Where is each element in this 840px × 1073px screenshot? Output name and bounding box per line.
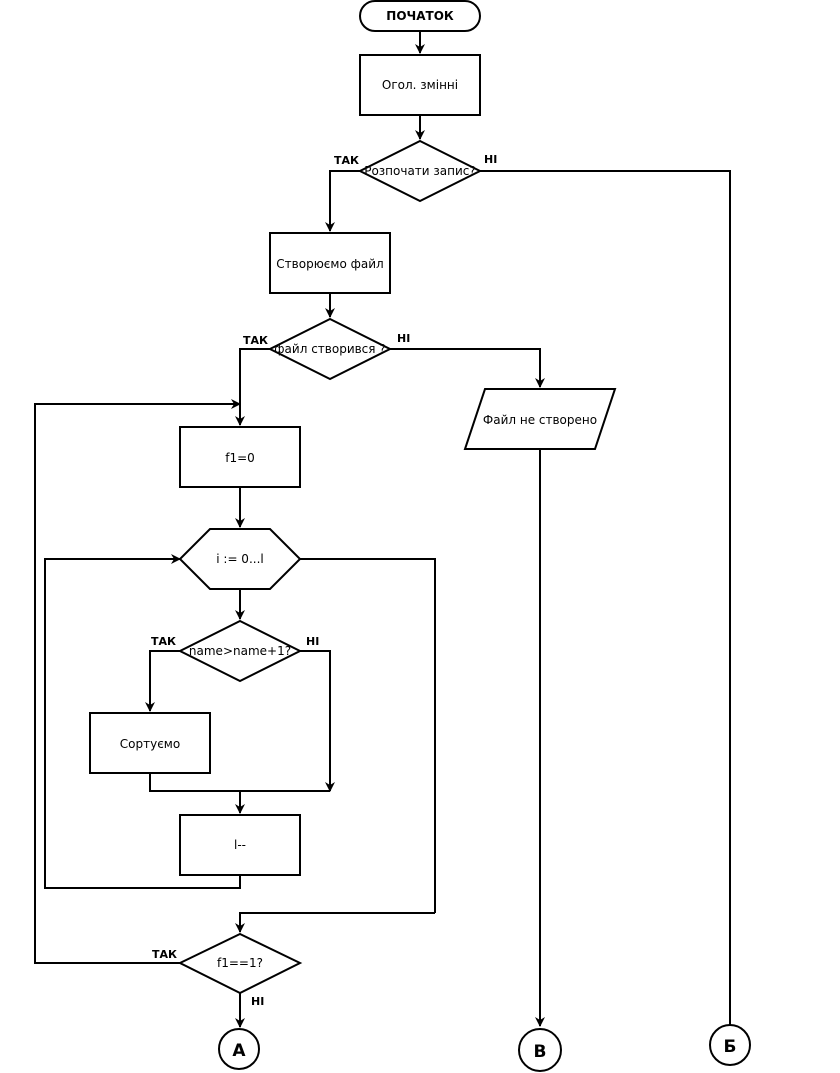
connector-b-label: Б xyxy=(724,1037,737,1057)
edge-start-write-no xyxy=(480,170,731,1025)
file-created-no-label: НІ xyxy=(397,332,410,345)
edge-compare-no xyxy=(300,650,335,792)
edge-file-created-yes xyxy=(235,348,270,426)
edge-loop-exit xyxy=(300,558,436,913)
create-file-label: Створюємо файл xyxy=(276,257,383,271)
start-write-no-label: НІ xyxy=(484,153,497,166)
loop-i-hexagon: i := 0...l xyxy=(178,528,302,590)
edge-start-write-yes xyxy=(325,170,360,232)
f1-check-label: f1==1? xyxy=(217,956,263,970)
loop-i-label: i := 0...l xyxy=(216,552,263,566)
f1-check-yes-label: ТАК xyxy=(152,948,177,961)
compare-no-label: НІ xyxy=(306,635,319,648)
file-not-created-output: Файл не створено xyxy=(463,388,617,450)
start-write-label: Розпочати запис? xyxy=(364,164,476,178)
connector-b: Б xyxy=(709,1024,751,1066)
edge-compare-yes xyxy=(145,650,180,712)
file-created-yes-label: ТАК xyxy=(243,334,268,347)
start-label: ПОЧАТОК xyxy=(386,9,454,23)
decrement-process: l-- xyxy=(179,814,301,876)
connector-a-label: А xyxy=(232,1041,246,1061)
edge-loop-back xyxy=(44,554,241,889)
sort-label: Сортуємо xyxy=(120,737,180,751)
file-created-decision: файл створився ? xyxy=(267,317,393,381)
f1-check-decision: f1==1? xyxy=(177,932,303,995)
edge-loop-exit-to-check xyxy=(235,912,435,933)
f1-check-no-label: НІ xyxy=(251,995,264,1008)
start-write-decision: Розпочати запис? xyxy=(357,139,483,203)
create-file-process: Створюємо файл xyxy=(269,232,391,294)
declare-vars-label: Огол. змінні xyxy=(382,78,458,92)
edge-f1-check-yes-loop xyxy=(34,399,241,964)
decrement-label: l-- xyxy=(234,838,246,852)
connector-a: А xyxy=(218,1028,260,1070)
f1-init-label: f1=0 xyxy=(225,451,255,465)
f1-init-process: f1=0 xyxy=(179,426,301,488)
connector-v: В xyxy=(518,1028,562,1072)
connector-v-label: В xyxy=(534,1042,547,1062)
start-terminator: ПОЧАТОК xyxy=(359,0,481,32)
compare-yes-label: ТАК xyxy=(151,635,176,648)
sort-process: Сортуємо xyxy=(89,712,211,774)
compare-decision: name>name+1? xyxy=(177,619,303,683)
compare-label: name>name+1? xyxy=(189,644,291,658)
file-created-label: файл створився ? xyxy=(274,342,385,356)
file-not-created-label: Файл не створено xyxy=(483,413,597,427)
declare-vars-process: Огол. змінні xyxy=(359,54,481,116)
edge-sort-to-join xyxy=(149,773,330,792)
start-write-yes-label: ТАК xyxy=(334,154,359,167)
edge-file-created-no xyxy=(390,348,545,388)
